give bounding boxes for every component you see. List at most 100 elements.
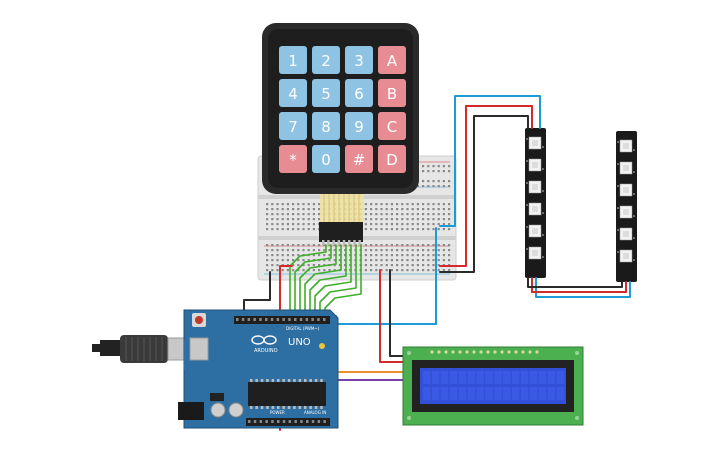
keypad-keys: 1 2 3 A 4 5 6 B 7 8 9 C * 0 # D — [279, 46, 406, 173]
lcd-cell — [547, 371, 556, 384]
wire-lcd-black — [389, 269, 405, 357]
keypad-key-1-0[interactable] — [279, 79, 307, 107]
arduino-uno: ARDUINO UNO DIGITAL (PWM~) POWER ANALOG … — [178, 309, 339, 429]
keypad-key-3-2[interactable] — [345, 145, 373, 173]
keypad-key-label: 4 — [288, 85, 298, 103]
keypad-key-0-2[interactable] — [345, 46, 373, 74]
lcd-cell — [467, 371, 475, 384]
lcd-cell — [520, 371, 529, 384]
keypad-key-label: D — [386, 151, 398, 169]
lcd-cell — [556, 371, 564, 384]
wire-keypad-green — [309, 244, 347, 317]
keypad-key-label: 3 — [354, 52, 364, 70]
usb-port — [189, 337, 209, 361]
wire-keypad-green — [314, 244, 352, 317]
wire-strip-link-red — [531, 277, 627, 293]
lcd-cell — [503, 371, 511, 384]
lcd-cell — [476, 371, 484, 384]
lcd-cell — [485, 371, 493, 384]
digital-header — [234, 316, 330, 324]
keypad-key-0-1[interactable] — [312, 46, 340, 74]
keypad-key-label: 5 — [321, 85, 331, 103]
keypad-key-0-3[interactable] — [378, 46, 406, 74]
reset-button[interactable] — [195, 316, 203, 324]
keypad-key-1-2[interactable] — [345, 79, 373, 107]
keypad-key-2-2[interactable] — [345, 112, 373, 140]
keypad-key-1-3[interactable] — [378, 79, 406, 107]
lcd-cell — [449, 371, 458, 384]
keypad-key-label: 6 — [354, 85, 364, 103]
uno-label: UNO — [288, 337, 311, 348]
keypad-key-label: 9 — [354, 118, 364, 136]
wire-strip-black — [439, 115, 529, 273]
power-analog-header — [246, 418, 330, 426]
keypad-key-label: * — [289, 151, 297, 169]
lcd-cell — [423, 371, 431, 384]
wire-gnd-black — [243, 271, 271, 311]
arduino-logo — [251, 335, 277, 345]
wire-keypad-green — [319, 244, 357, 317]
keypad-key-1-1[interactable] — [312, 79, 340, 107]
lcd-cell — [440, 387, 449, 400]
lcd-cell — [547, 387, 556, 400]
wire-keypad-green — [304, 244, 342, 317]
wire-strip-red — [439, 105, 533, 267]
lcd-cell — [538, 387, 547, 400]
keypad-key-label: 8 — [321, 118, 331, 136]
keypad-key-label: 1 — [288, 52, 298, 70]
lcd-cell — [520, 387, 529, 400]
keypad-key-3-3[interactable] — [378, 145, 406, 173]
wire-strip-blue — [439, 95, 541, 227]
keypad-key-label: 0 — [321, 151, 331, 169]
lcd-cell — [458, 371, 467, 384]
wire-strip-link-black — [527, 277, 623, 288]
lcd-cell — [467, 387, 475, 400]
lcd-cell — [512, 387, 520, 400]
keypad-ribbon — [320, 192, 364, 222]
usb-cable — [92, 335, 193, 363]
lcd-cell — [440, 371, 449, 384]
neopixel-strip-left — [525, 128, 546, 278]
arduino-brand: ARDUINO — [254, 348, 278, 354]
lcd-cell — [538, 371, 547, 384]
keypad-key-label: # — [353, 151, 366, 169]
keypad-key-0-0[interactable] — [279, 46, 307, 74]
lcd-cell — [476, 387, 484, 400]
lcd-cell — [423, 387, 431, 400]
lcd-cell — [431, 387, 440, 400]
power-label: POWER — [270, 410, 285, 415]
atmega-chip — [248, 382, 326, 406]
wire-keypad-green — [294, 244, 332, 317]
keypad-key-label: C — [387, 118, 397, 136]
lcd-cell — [485, 387, 493, 400]
neopixel-strip-right — [616, 131, 637, 282]
lcd-cell — [556, 387, 564, 400]
keypad-key-label: A — [387, 52, 398, 70]
lcd-cell — [503, 387, 511, 400]
lcd-cell — [494, 387, 502, 400]
wire-keypad-green — [289, 244, 327, 317]
lcd-cell — [529, 371, 538, 384]
keypad-key-3-1[interactable] — [312, 145, 340, 173]
keypad-key-label: B — [387, 85, 397, 103]
keypad-key-2-1[interactable] — [312, 112, 340, 140]
keypad-key-2-3[interactable] — [378, 112, 406, 140]
lcd-cell — [431, 371, 440, 384]
keypad-key-label: 2 — [321, 52, 331, 70]
lcd-cell — [494, 371, 502, 384]
keypad-key-3-0[interactable] — [279, 145, 307, 173]
wire-keypad-green — [299, 244, 337, 317]
power-jack — [178, 402, 204, 420]
wire-lcd-red — [379, 269, 405, 363]
lcd-cell — [529, 387, 538, 400]
lcd-cell — [458, 387, 467, 400]
digital-label: DIGITAL (PWM~) — [286, 326, 320, 331]
keypad-connector-chip — [319, 222, 363, 245]
keypad-key-label: 7 — [288, 118, 298, 136]
keypad: 1 2 3 A 4 5 6 B 7 8 9 C * 0 # D — [262, 23, 419, 194]
lcd-cell — [449, 387, 458, 400]
analog-label: ANALOG IN — [304, 410, 326, 415]
lcd-16x2 — [402, 346, 584, 426]
keypad-key-2-0[interactable] — [279, 112, 307, 140]
